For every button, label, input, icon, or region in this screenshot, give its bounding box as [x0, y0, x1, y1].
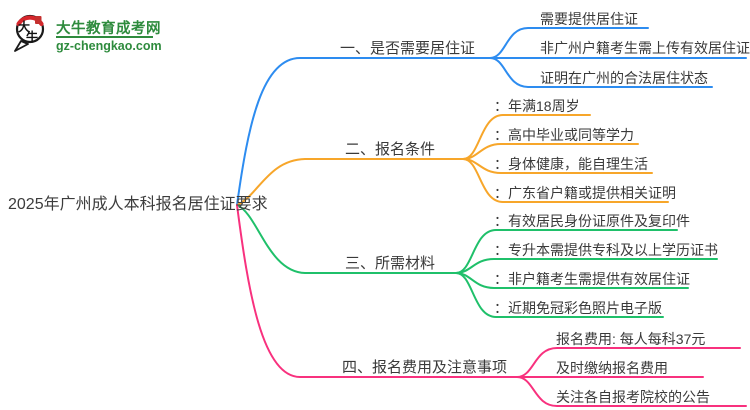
leaf-node: ：身体健康，能自理生活	[494, 156, 648, 172]
branch-4-connectors	[236, 204, 747, 407]
branch-3-connectors	[236, 204, 718, 318]
leaf-node: 需要提供居住证	[540, 11, 638, 27]
branch-2-leaf-1-line	[462, 114, 591, 160]
branch-4-main-line	[236, 204, 518, 378]
branch-node-4: 四、报名费用及注意事项	[342, 359, 508, 376]
svg-text:大: 大	[18, 19, 30, 34]
root-topic: 2025年广州成人本科报名居住证要求	[8, 196, 268, 213]
logo-title: 大牛教育成考网	[56, 21, 161, 37]
svg-text:牛: 牛	[26, 29, 38, 44]
leaf-node: ：非户籍考生需提供有效居住证	[494, 271, 690, 287]
branch-2-leaf-4-line	[462, 158, 669, 203]
leaf-node: ：高中毕业或同等学力	[494, 127, 634, 143]
branch-3-main-line	[236, 204, 457, 274]
logo-divider	[56, 36, 153, 38]
leaf-node: 及时缴纳报名费用	[556, 360, 668, 376]
leaf-node: 非广州户籍考生需上传有效居住证	[540, 40, 750, 56]
leaf-node: ：近期免冠彩色照片电子版	[494, 300, 662, 316]
branch-node-2: 二、报名条件	[345, 141, 436, 158]
leaf-node: ：广东省户籍或提供相关证明	[494, 185, 676, 201]
logo-url: gz-chengkao.com	[56, 39, 162, 53]
site-logo: 大 牛 大牛教育成考网 gz-chengkao.com	[12, 10, 182, 60]
branch-2-main-line	[236, 158, 464, 206]
branch-node-3: 三、所需材料	[345, 255, 436, 272]
leaf-node: 证明在广州的合法居住状态	[540, 70, 708, 86]
leaf-node: ：年满18周岁	[494, 98, 580, 114]
branch-1-leaf-1-line	[489, 27, 649, 59]
branch-2-connectors	[236, 114, 669, 206]
logo-bull-icon: 大 牛	[14, 14, 45, 52]
branch-1-leaf-3-line	[489, 57, 713, 88]
branch-node-1: 一、是否需要居住证	[340, 40, 476, 57]
leaf-node: ：有效居民身份证原件及复印件	[494, 213, 690, 229]
branch-4-leaf-3-line	[516, 376, 747, 407]
leaf-node: 报名费用: 每人每科37元	[556, 331, 706, 347]
leaf-node: 关注各自报考院校的公告	[556, 389, 710, 405]
branch-1-main-line	[236, 57, 491, 206]
leaf-node: ：专升本需提供专科及以上学历证书	[494, 242, 718, 258]
branch-1-connectors	[236, 27, 747, 206]
branch-3-leaf-4-line	[455, 272, 664, 318]
